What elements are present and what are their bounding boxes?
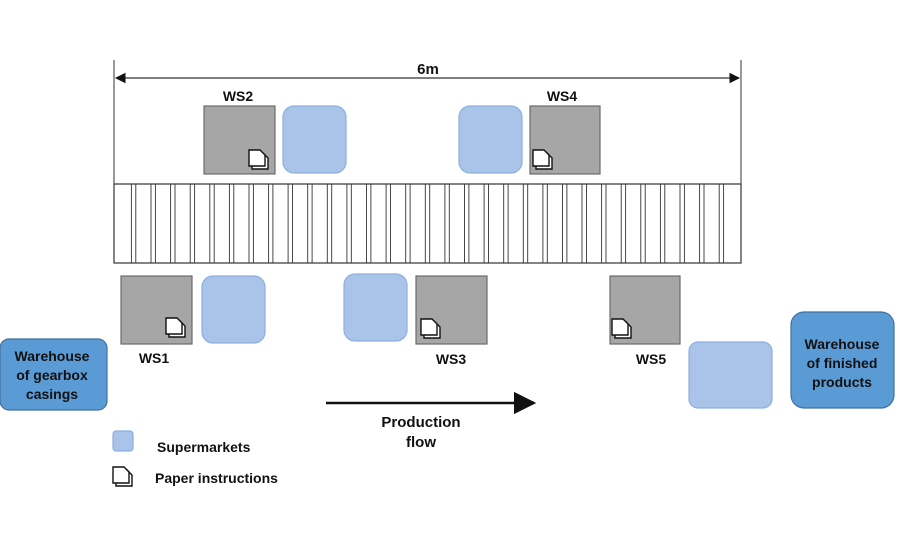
workstation-label: WS4 (547, 88, 578, 104)
dimension-label: 6m (417, 61, 439, 78)
legend-supermarkets-label: Supermarkets (157, 439, 251, 455)
warehouse-line-3: casings (26, 386, 78, 402)
supermarket-ws2 (282, 105, 347, 174)
workstation-label: WS1 (139, 350, 170, 366)
legend: Supermarkets Paper instructions (112, 430, 278, 487)
warehouse-input: Warehouse of gearbox casings (0, 338, 108, 411)
workstation-label: WS5 (636, 351, 667, 367)
paper-instructions-icon (532, 149, 553, 170)
flow-line-1: Production (381, 414, 460, 431)
legend-paper-instructions-label: Paper instructions (155, 470, 278, 486)
workstation-ws5: WS5 (609, 275, 681, 367)
supermarket-ws5 (688, 341, 773, 409)
supermarket-ws3 (343, 273, 408, 342)
legend-supermarket-swatch (112, 430, 134, 452)
warehouse-box (790, 311, 895, 409)
supermarket-ws1 (201, 275, 266, 344)
legend-paper-instructions-icon (112, 466, 133, 487)
workstation-label: WS3 (436, 351, 467, 367)
conveyor-frame (113, 183, 742, 264)
paper-instructions-icon (248, 149, 269, 170)
warehouse-line-1: Warehouse (805, 336, 880, 352)
warehouse-line-2: of gearbox (16, 367, 88, 383)
workstation-label: WS2 (223, 88, 254, 104)
warehouse-line-2: of finished (807, 355, 878, 371)
warehouse-line-1: Warehouse (15, 348, 90, 364)
paper-instructions-icon (611, 318, 632, 339)
warehouse-box (0, 338, 108, 411)
warehouse-output: Warehouse of finished products (790, 311, 895, 409)
workstation-ws1: WS1 (120, 275, 193, 366)
paper-instructions-icon (420, 318, 441, 339)
flow-line-2: flow (406, 434, 436, 451)
production-flow: Production flow (326, 391, 537, 451)
workstation-ws3: WS3 (415, 275, 488, 367)
workstation-ws4: WS4 (529, 88, 601, 175)
dimension-line: 6m (113, 60, 742, 185)
warehouse-line-3: products (812, 374, 872, 390)
supermarket-ws4 (458, 105, 523, 174)
workstation-ws2: WS2 (203, 88, 276, 175)
paper-instructions-icon (165, 317, 186, 338)
conveyor (113, 183, 742, 264)
